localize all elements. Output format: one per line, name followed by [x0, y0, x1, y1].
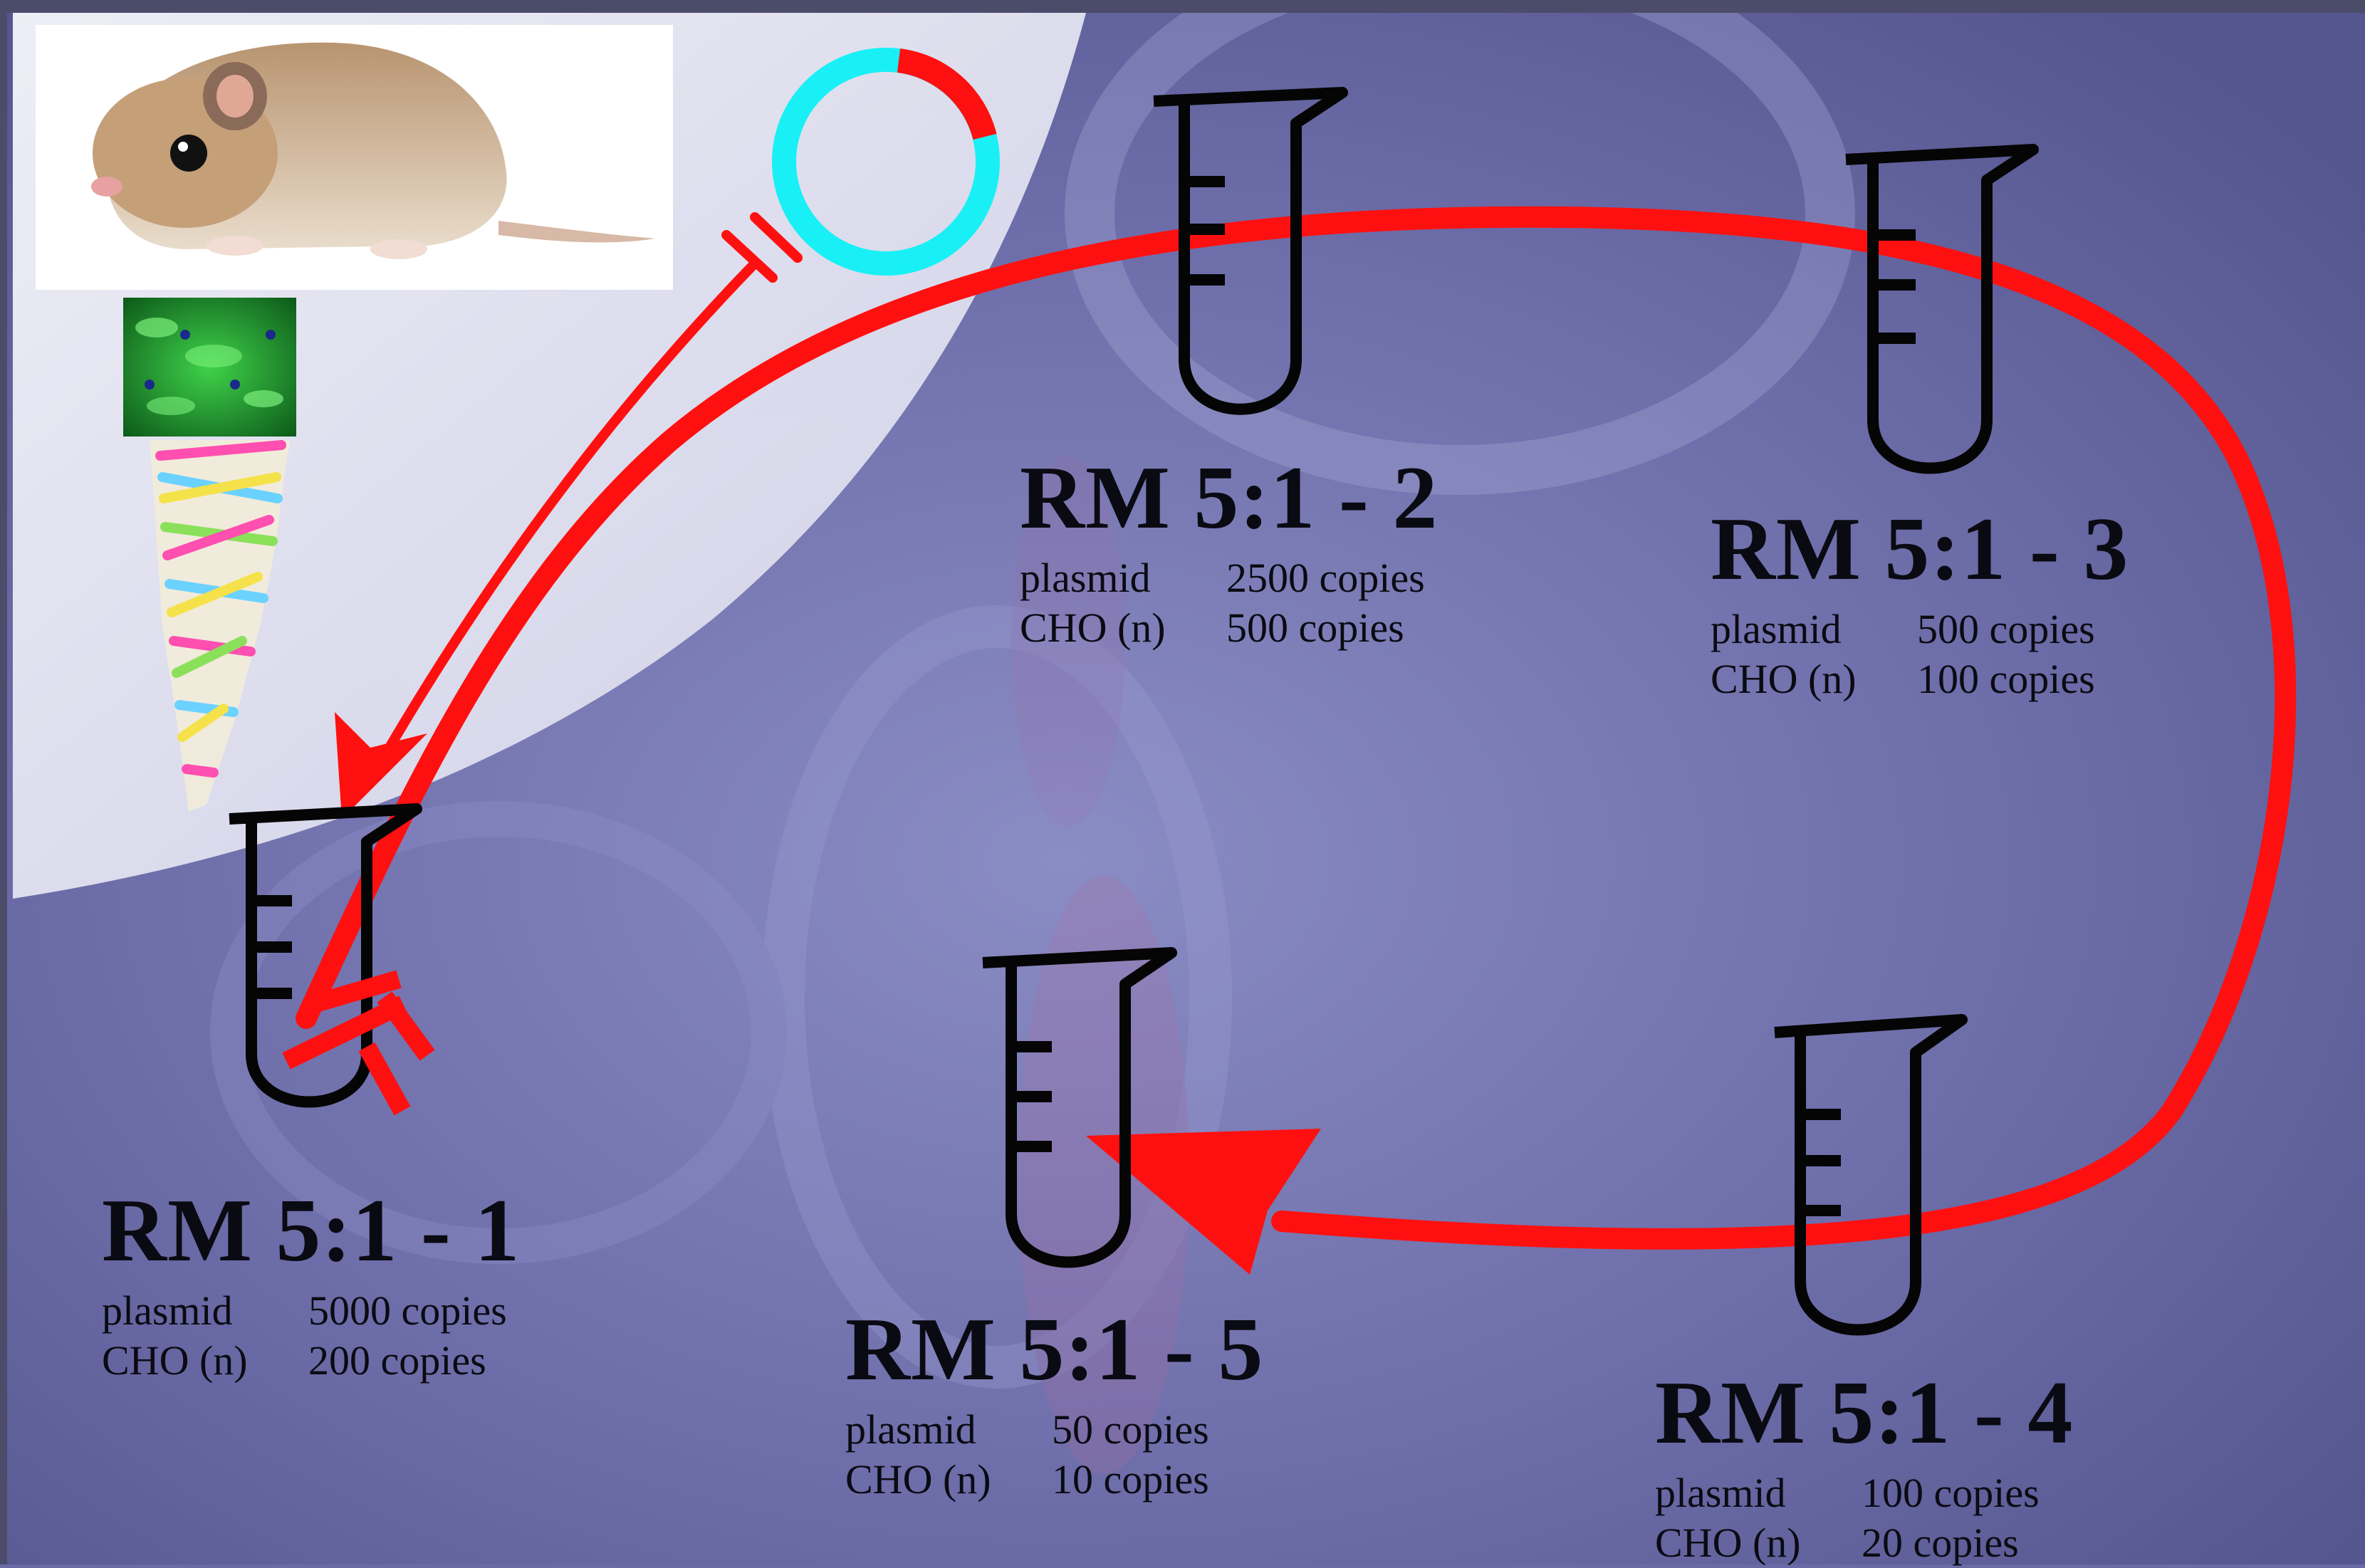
row-label: CHO (n) — [1020, 603, 1226, 653]
row-value: 50 copies — [1052, 1405, 1209, 1455]
row-value: 10 copies — [1052, 1455, 1209, 1505]
row-label: CHO (n) — [102, 1336, 308, 1386]
row-label: plasmid — [1711, 605, 1917, 654]
row-label: plasmid — [1655, 1468, 1862, 1518]
top-edge-strip — [0, 0, 2365, 13]
sample-title: RM 5:1 - 3 — [1711, 505, 2129, 595]
sample-title: RM 5:1 - 1 — [102, 1186, 520, 1276]
row-value: 200 copies — [308, 1336, 486, 1386]
row-value: 100 copies — [1862, 1468, 2040, 1518]
row-value: 100 copies — [1917, 654, 2095, 704]
row-value: 20 copies — [1862, 1518, 2019, 1568]
row-label: plasmid — [1020, 553, 1226, 603]
row-label: plasmid — [845, 1405, 1052, 1455]
sample-title: RM 5:1 - 2 — [1020, 454, 1438, 543]
row-label: CHO (n) — [1655, 1518, 1862, 1568]
row-label: CHO (n) — [1711, 654, 1917, 704]
cell-culture-image — [123, 298, 296, 437]
left-edge-strip — [0, 0, 7, 1564]
row-value: 2500 copies — [1226, 553, 1425, 603]
sample-title: RM 5:1 - 5 — [845, 1305, 1263, 1395]
sample-title: RM 5:1 - 4 — [1655, 1369, 2073, 1458]
row-value: 500 copies — [1917, 605, 2095, 654]
row-value: 500 copies — [1226, 603, 1404, 653]
row-label: plasmid — [102, 1286, 308, 1336]
row-label: CHO (n) — [845, 1455, 1052, 1505]
hamster-image — [36, 25, 673, 290]
row-value: 5000 copies — [308, 1286, 507, 1336]
